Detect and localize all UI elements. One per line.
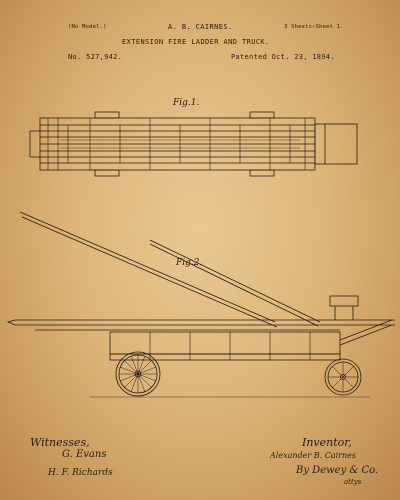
attorney-signature: By Dewey & Co. [296,465,379,476]
fig2-drawing [6,211,395,398]
sheets-note: 3 Sheets—Sheet 1. [284,24,344,30]
attorney-suffix: attys [344,478,362,486]
patent-date: Patented Oct. 23, 1894. [231,53,335,61]
patent-title: EXTENSION FIRE LADDER AND TRUCK. [122,38,270,46]
fig1-label: Fig.1. [173,98,200,108]
witness-signature-1: G. Evans [62,449,107,460]
witnesses-label: Witnesses, [30,436,90,449]
fig1-drawing [29,111,358,177]
model-note: (No Model.) [68,24,107,30]
inventor-name: A. B. CAIRNES. [168,23,233,31]
inventor-signature: Alexander B. Cairnes [270,451,356,460]
witness-signature-2: H. F. Richards [48,468,113,478]
inventor-label: Inventor, [302,436,352,449]
patent-number: No. 527,942. [68,53,123,61]
